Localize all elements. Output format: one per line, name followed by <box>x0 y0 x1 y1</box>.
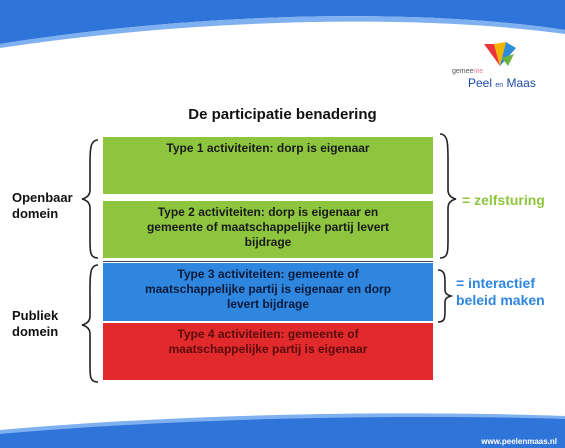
box-type-4-line-2: maatschappelijke partij is eigenaar <box>168 342 368 356</box>
label-publiek-domein: Publiek domein <box>12 308 90 340</box>
logo-subtitle-accent: nte <box>473 68 484 75</box>
box-type-3-line-3: levert bijdrage <box>226 297 310 311</box>
right-brace-zelfsturing <box>439 133 457 259</box>
footer-url[interactable]: www.peelenmaas.nl <box>481 437 557 446</box>
label-interactief-line-2: beleid maken <box>456 292 545 308</box>
label-interactief-line-1: = interactief <box>456 275 535 291</box>
box-type-3-line-1: Type 3 activiteiten: gemeente of <box>177 267 359 281</box>
box-type-2-line-3: bijdrage <box>244 235 292 249</box>
diagram-title: De participatie benadering <box>188 106 377 123</box>
box-type-4-line-1: Type 4 activiteiten: gemeente of <box>177 327 359 341</box>
right-brace-interactief <box>437 269 454 323</box>
box-type-2-line-2: gemeente of maatschappelijke partij leve… <box>146 220 390 234</box>
label-openbaar-line-1: Openbaar <box>12 190 73 205</box>
separator-line <box>103 261 433 262</box>
box-type-3: Type 3 activiteiten: gemeente of maatsch… <box>103 263 433 321</box>
label-openbaar-line-2: domein <box>12 206 59 221</box>
logo-subtitle-prefix: gemee <box>452 68 474 75</box>
top-banner <box>0 0 565 48</box>
label-interactief-beleid: = interactief beleid maken <box>456 275 545 309</box>
bottom-banner <box>0 413 565 448</box>
logo-mark-icon <box>484 42 516 66</box>
label-publiek-line-2: domein <box>12 324 59 339</box>
box-type-1-line-1: Type 1 activiteiten: dorp is eigenaar <box>166 141 370 155</box>
logo-name: Peel en Maas <box>468 76 536 90</box>
logo-name-part3: Maas <box>506 76 536 90</box>
label-publiek-line-1: Publiek <box>12 308 59 323</box>
logo-subtitle: gemeente <box>452 68 483 75</box>
logo-name-part1: Peel <box>468 76 493 90</box>
box-type-1: Type 1 activiteiten: dorp is eigenaar <box>103 137 433 194</box>
logo-name-part2: en <box>495 82 504 89</box>
label-openbaar-domein: Openbaar domein <box>12 190 90 222</box>
label-zelfsturing-line-1: = zelfsturing <box>462 192 545 208</box>
box-type-3-line-2: maatschappelijke partij is eigenaar en d… <box>144 282 392 296</box>
logo: gemeente Peel en Maas <box>452 40 557 92</box>
box-type-2-line-1: Type 2 activiteiten: dorp is eigenaar en <box>157 205 379 219</box>
box-type-2: Type 2 activiteiten: dorp is eigenaar en… <box>103 201 433 258</box>
box-type-4: Type 4 activiteiten: gemeente of maatsch… <box>103 323 433 380</box>
label-zelfsturing: = zelfsturing <box>462 192 545 209</box>
